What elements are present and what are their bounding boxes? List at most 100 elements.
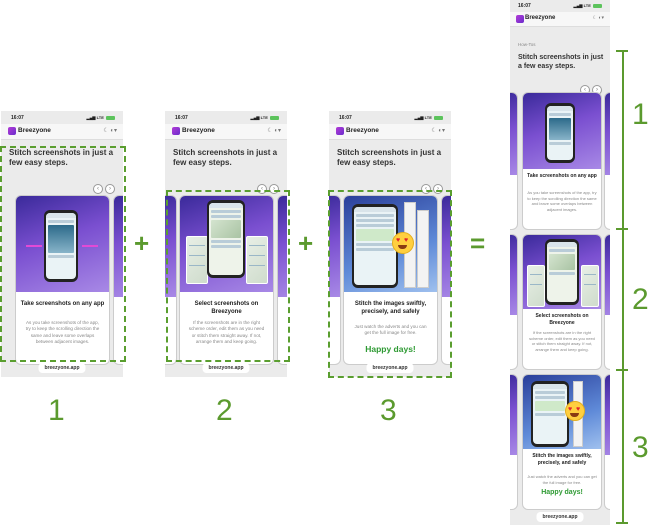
card-step-1: Take screenshots on any app As you take …	[15, 195, 110, 365]
status-time: 16:07	[518, 3, 531, 9]
footer-url[interactable]: breezyone.app	[38, 363, 86, 373]
highlight-step-1	[0, 146, 126, 362]
app-name: Breezyone	[525, 15, 556, 21]
status-bar: 16:07 ▂▄▆ LTE	[510, 0, 610, 12]
happy-days-text: Happy days!	[365, 344, 416, 354]
card-title: Stitch the images swiftly, precisely, an…	[532, 453, 592, 466]
app-bar: Breezyone ☾ ◐▾	[165, 124, 287, 140]
app-name: Breezyone	[182, 127, 215, 134]
signal-icon: ▂▄▆ LTE	[415, 115, 443, 120]
status-time: 16:07	[175, 115, 188, 121]
next-card-peek	[441, 195, 451, 365]
moon-icon[interactable]: ☾ ◐▾	[267, 128, 281, 134]
happy-days-text: Happy days!	[541, 489, 583, 496]
carousel-arrows: ‹›	[578, 78, 602, 96]
bracket-line	[622, 50, 624, 524]
moon-icon[interactable]: ☾ ◐▾	[592, 15, 604, 21]
card-text: If the screenshots are in the right sche…	[529, 330, 595, 352]
card-title: Take screenshots on any app	[527, 173, 597, 179]
prev-card-peek	[510, 234, 518, 370]
status-time: 16:07	[11, 115, 24, 121]
stitched-card-2: Select screenshots on Breezyone If the s…	[522, 234, 602, 370]
next-card-peek	[277, 195, 287, 365]
plus-operator: +	[134, 228, 150, 258]
carousel-arrows: ‹›	[419, 177, 443, 195]
card-title: Select screenshots on Breezyone	[194, 301, 259, 315]
card-illustration	[180, 196, 273, 292]
card-illustration	[523, 93, 601, 169]
card-illustration: ♥♥	[344, 196, 437, 292]
page-heading: Stitch screenshots in just a few easy st…	[9, 148, 114, 167]
bracket-label-2: 2	[632, 283, 649, 316]
card-title: Stitch the images swiftly, precisely, an…	[354, 301, 427, 315]
card-text: As you take screenshots of the app, try …	[527, 190, 597, 212]
footer-url[interactable]: breezyone.app	[536, 512, 584, 522]
stitched-result-image: 16:07 ▂▄▆ LTE Breezyone ☾ ◐▾ How-Tos Stit…	[510, 0, 610, 525]
prev-card-peek	[510, 92, 518, 230]
stitched-card-3: ♥♥ Stitch the images swiftly, precisely,…	[522, 374, 602, 510]
next-card-peek	[604, 92, 610, 230]
card-step-3: ♥♥ Stitch the images swiftly, precisely,…	[343, 195, 438, 365]
arrow-right-icon	[26, 245, 42, 247]
status-time: 16:07	[339, 115, 352, 121]
card-text: Just watch the adverts and you can get t…	[527, 474, 597, 485]
chevron-left-icon[interactable]: ‹	[93, 184, 103, 194]
carousel-arrows: ‹›	[255, 177, 279, 195]
card-step-2: Select screenshots on Breezyone If the s…	[179, 195, 274, 365]
breezyone-logo-icon	[336, 127, 344, 135]
network-label: LTE	[424, 115, 432, 120]
card-illustration	[523, 235, 601, 309]
app-bar: Breezyone ☾ ◐▾	[329, 124, 451, 140]
bracket-label-3: 3	[632, 431, 649, 464]
prev-card-peek	[165, 195, 177, 365]
network-label: LTE	[260, 115, 268, 120]
breezyone-logo-icon	[172, 127, 180, 135]
card-text: If the screenshots are in the right sche…	[188, 320, 265, 345]
status-bar: 16:07 ▂▄▆ LTE	[165, 111, 287, 123]
status-bar: 16:07 ▂▄▆ LTE	[329, 111, 451, 123]
app-bar: Breezyone ☾ ◐▾	[510, 12, 610, 27]
signal-icon: ▂▄▆ LTE	[251, 115, 279, 120]
card-text: As you take screenshots of the app, try …	[25, 320, 100, 345]
heart-eyes-emoji-icon: ♥♥	[565, 401, 585, 421]
card-title: Select screenshots on Breezyone	[535, 313, 589, 326]
next-card-peek	[604, 374, 610, 510]
app-bar: Breezyone ☾ ◐▾	[1, 124, 123, 140]
chevron-left-icon[interactable]: ‹	[421, 184, 431, 194]
chevron-left-icon[interactable]: ‹	[257, 184, 267, 194]
card-illustration: ♥♥	[523, 375, 601, 449]
app-name: Breezyone	[18, 127, 51, 134]
plus-operator: +	[298, 228, 314, 258]
moon-icon[interactable]: ☾ ◐▾	[431, 128, 445, 134]
highlight-step-2	[166, 190, 290, 362]
moon-icon[interactable]: ☾ ◐▾	[103, 128, 117, 134]
heart-eyes-emoji-icon: ♥♥	[392, 232, 414, 254]
signal-icon: ▂▄▆ LTE	[87, 115, 115, 120]
screenshot-step-3: 16:07 ▂▄▆ LTE Breezyone ☾ ◐▾ Stitch scree…	[329, 111, 451, 377]
screenshot-step-1: 16:07 ▂▄▆ LTE Breezyone ☾ ◐▾ Stitch scree…	[1, 111, 123, 377]
bracket-tick	[616, 522, 628, 524]
footer-url[interactable]: breezyone.app	[366, 363, 414, 373]
footer-url[interactable]: breezyone.app	[202, 363, 250, 373]
equals-operator: =	[470, 228, 486, 258]
next-card-peek	[113, 195, 123, 365]
card-text: Just watch the adverts and you can get t…	[354, 324, 427, 336]
phone-illustration	[352, 204, 398, 288]
page-heading: Stitch screenshots in just a few easy st…	[173, 148, 278, 167]
arrow-left-icon	[82, 245, 98, 247]
phone-illustration	[207, 200, 245, 278]
breezyone-logo-icon	[516, 15, 524, 23]
page-heading: Stitch screenshots in just a few easy st…	[337, 148, 442, 167]
signal-icon: ▂▄▆ LTE	[574, 3, 602, 8]
status-bar: 16:07 ▂▄▆ LTE	[1, 111, 123, 123]
prev-card-peek	[510, 374, 518, 510]
chevron-right-icon[interactable]: ›	[269, 184, 279, 194]
chevron-right-icon[interactable]: ›	[105, 184, 115, 194]
page-heading: Stitch screenshots in just a few easy st…	[518, 54, 604, 70]
stitched-card-1: Take screenshots on any app As you take …	[522, 92, 602, 230]
howto-label: How-Tos	[518, 42, 536, 47]
phone-illustration	[44, 210, 78, 282]
chevron-right-icon[interactable]: ›	[433, 184, 443, 194]
network-label: LTE	[583, 3, 591, 8]
step-label-2: 2	[216, 394, 233, 427]
